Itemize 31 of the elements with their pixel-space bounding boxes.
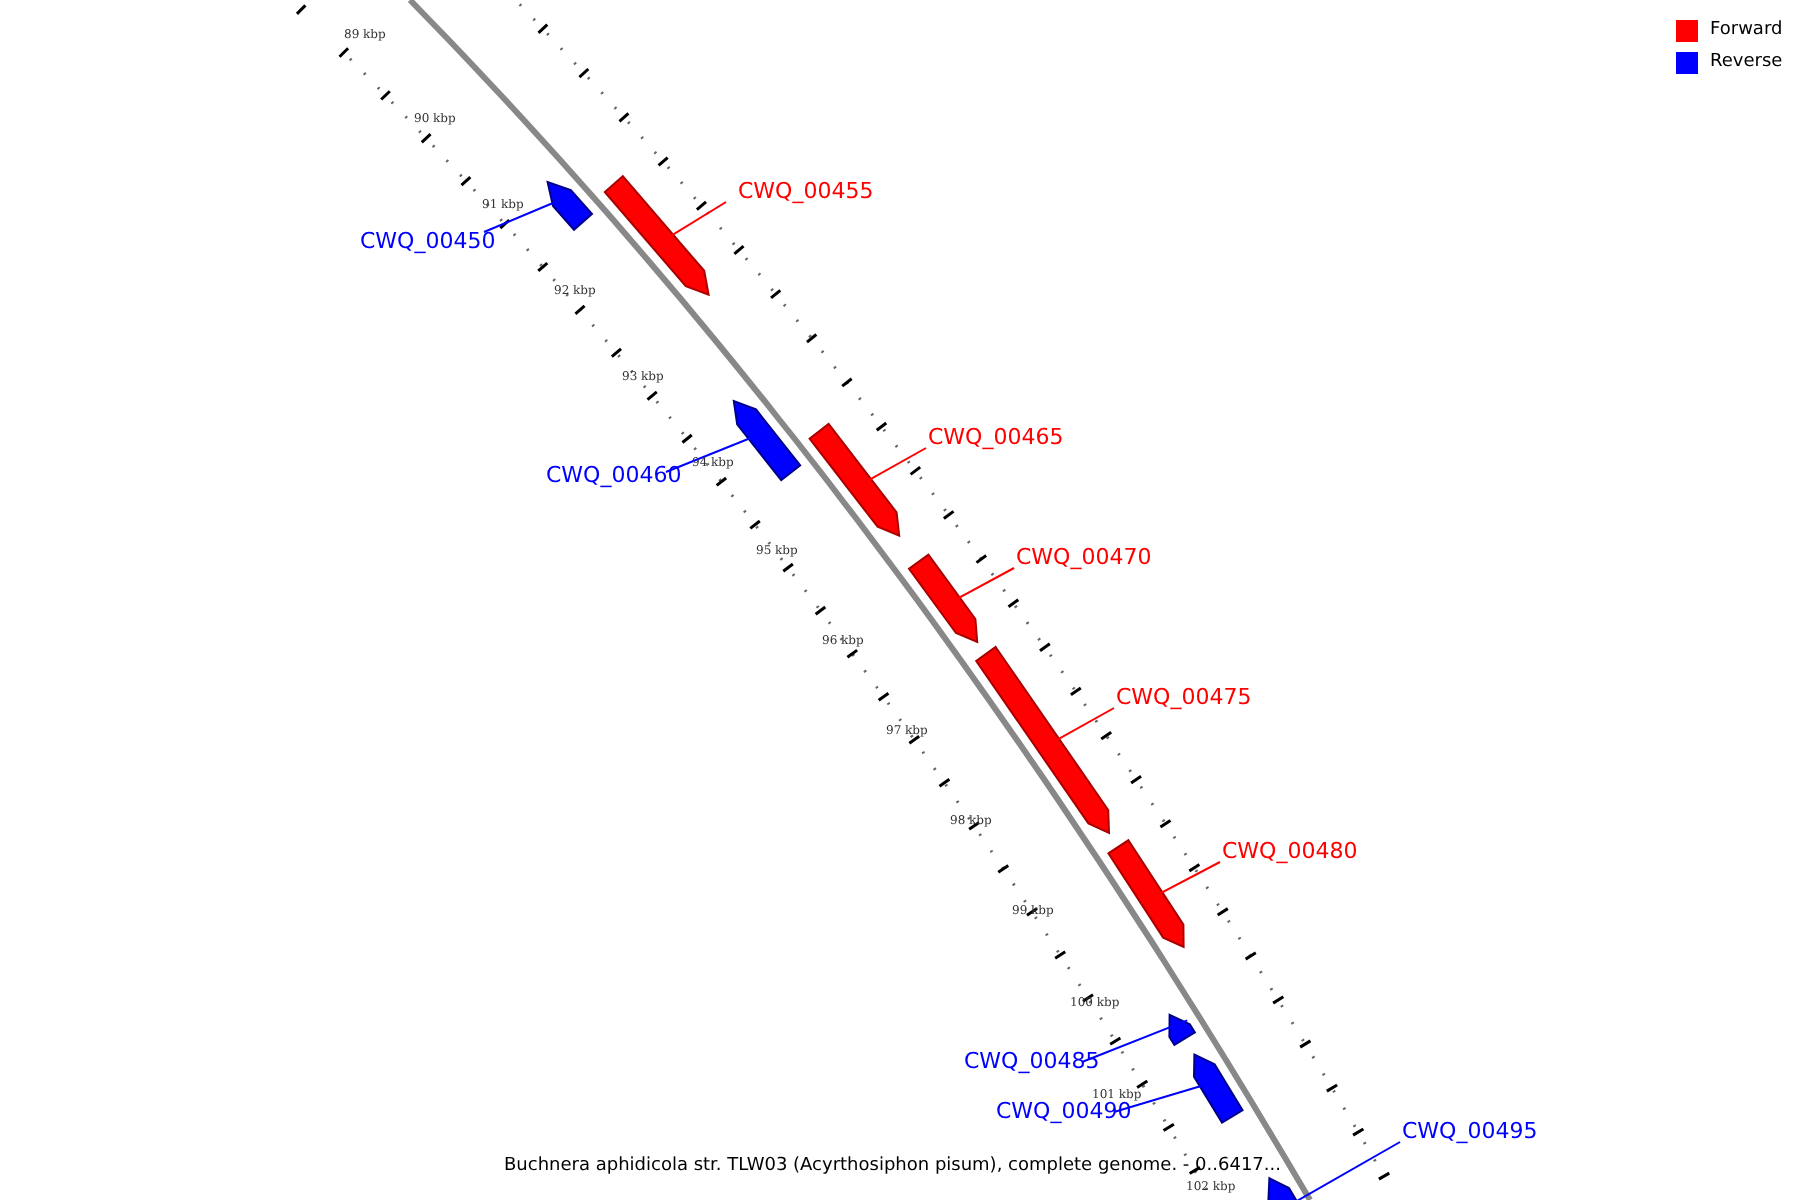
gene-feature — [1193, 1053, 1244, 1124]
caption: Buchnera aphidicola str. TLW03 (Acyrthosiphon pisum), complete genome. - 0..6417... — [504, 1156, 1281, 1176]
gene-label: CWQ_00480 — [1222, 838, 1358, 864]
leader-line — [849, 447, 927, 492]
gene-label: CWQ_00485 — [964, 1048, 1100, 1074]
gene-feature — [732, 399, 802, 482]
legend-text: Reverse — [1710, 52, 1783, 74]
gene-label: CWQ_00460 — [546, 462, 682, 488]
leader-line — [1295, 1141, 1401, 1200]
gene-feature — [603, 174, 710, 297]
leader-line — [483, 192, 576, 233]
gene-label: CWQ_00490 — [996, 1098, 1132, 1124]
gene-label: CWQ_00475 — [1116, 684, 1252, 710]
leader-line — [651, 201, 727, 249]
gene-feature — [808, 422, 901, 538]
gene-label: CWQ_00450 — [360, 228, 496, 254]
leader-line — [937, 567, 1015, 610]
leader-line — [1081, 1019, 1189, 1063]
leader-line — [1140, 861, 1221, 905]
gene-label: CWQ_00470 — [1016, 544, 1152, 570]
legend-text: Forward — [1710, 20, 1783, 42]
leader-line — [1037, 707, 1115, 752]
gene-feature — [1168, 1013, 1197, 1047]
leader-line — [1113, 1078, 1225, 1113]
gene-feature — [907, 553, 979, 644]
gene-feature — [1107, 838, 1185, 949]
leader-line — [665, 428, 773, 473]
gene-label: CWQ_00455 — [738, 178, 874, 204]
gene-label: CWQ_00465 — [928, 424, 1064, 450]
gene-label: CWQ_00495 — [1402, 1118, 1538, 1144]
gene-feature — [546, 180, 594, 232]
